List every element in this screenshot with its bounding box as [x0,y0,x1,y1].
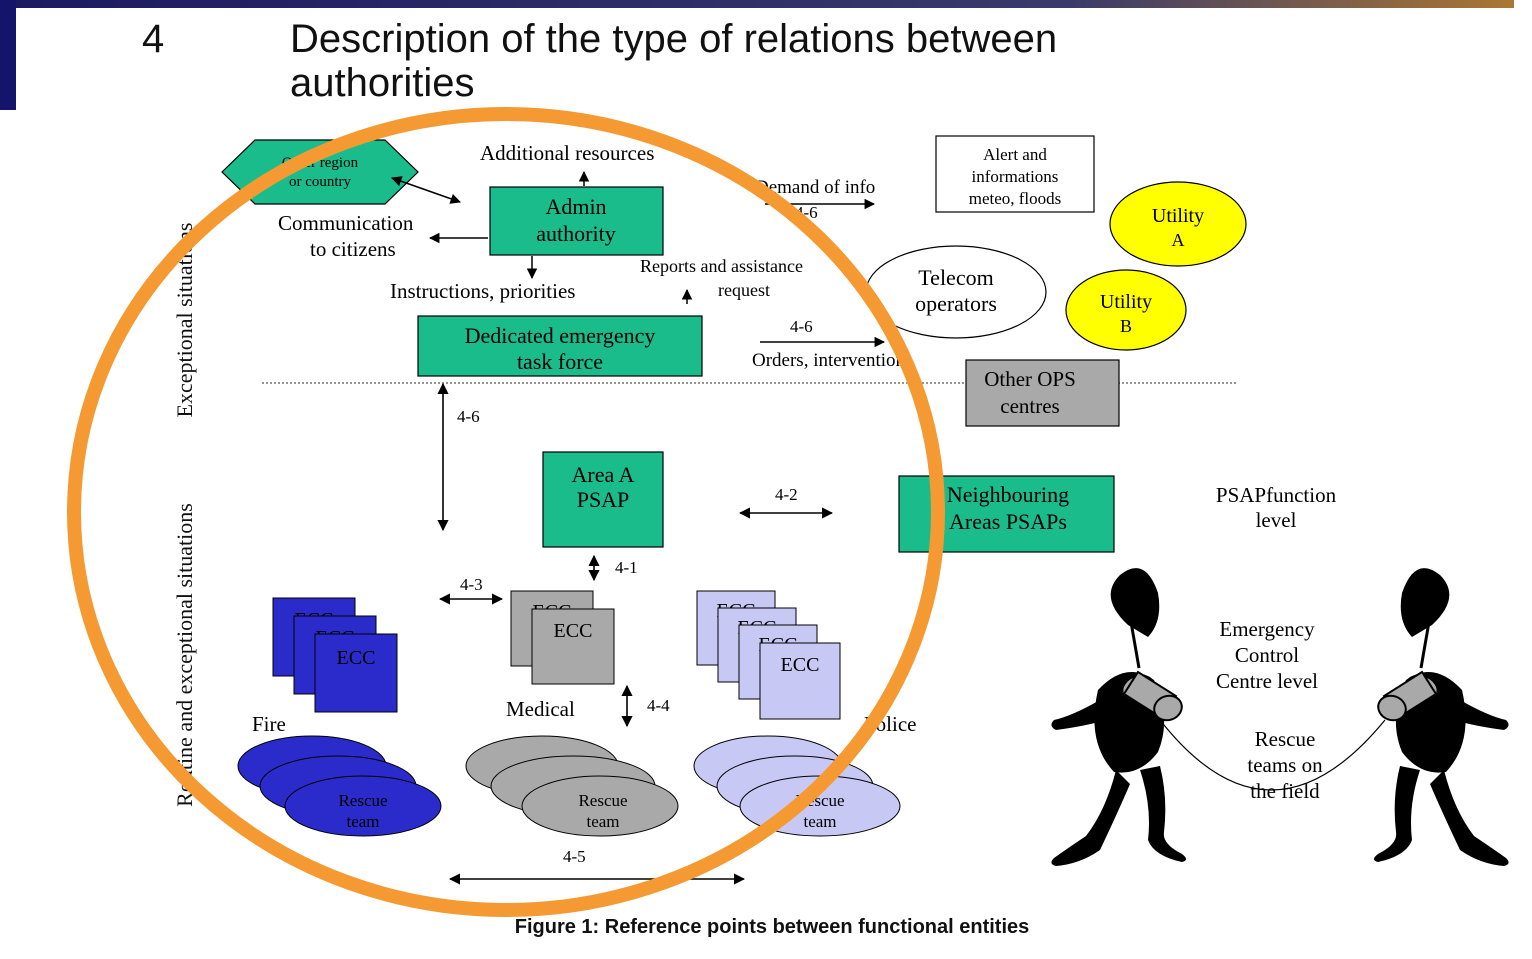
other-ops-label-2: centres [1000,394,1059,418]
code-4-3: 4-3 [460,575,483,594]
medical-rescue-label-1: Rescue [578,791,627,810]
admin-authority-box [489,186,664,256]
neighbouring-label-2: Areas PSAPs [949,509,1067,534]
police-ecc-card-4 [759,642,841,720]
telecom-label-1: Telecom [918,265,993,290]
left-can-icon [1121,670,1183,722]
other-ops-box [965,359,1120,427]
alert-label-1: Alert and [983,145,1047,164]
fire-label: Fire [252,712,286,736]
side-label-routine: Routine and exceptional situations [172,503,197,807]
heading-number: 4 [142,17,164,61]
fire-ecc-label-3: ECC [337,647,376,669]
arrow-region-admin [391,176,461,204]
area-a-label-1: Area A [572,462,635,487]
orders-label: Orders, interventions [752,350,912,371]
code-4-4: 4-4 [647,696,670,715]
ecc-level-label-3: Centre level [1216,669,1318,693]
code-4-6-vertical: 4-6 [457,407,480,426]
left-decor-bar [0,0,16,110]
fire-ecc-card-3 [314,633,398,713]
heading-title-line2: authorities [290,61,475,105]
field-level-label-3: the field [1250,779,1320,803]
instructions-label: Instructions, priorities [390,279,575,303]
field-level-label-2: teams on [1247,753,1323,777]
demand-info-label: Demand of info [755,177,875,198]
ecc-level-label-1: Emergency [1219,617,1315,641]
code-4-1: 4-1 [615,558,638,577]
tin-can-string [1159,719,1386,791]
telecom-label-2: operators [915,291,997,316]
code-4-2: 4-2 [775,485,798,504]
utility-a-label-2: A [1172,230,1185,250]
alert-label-3: meteo, floods [969,189,1062,208]
other-ops-label-1: Other OPS [984,367,1076,391]
task-force-label-1: Dedicated emergency [465,323,656,348]
psap-level-label-1: PSAPfunction [1216,483,1337,507]
utility-a-ellipse [1109,181,1247,267]
task-force-box [417,315,703,377]
admin-label-1: Admin [545,194,606,219]
right-can-icon [1377,670,1439,722]
task-force-label-2: task force [517,349,603,374]
admin-label-2: authority [536,221,615,246]
area-a-psap-box [542,451,664,548]
utility-a-label-1: Utility [1152,205,1204,227]
communication-label-1: Communication [278,211,414,235]
ecc-level-label-2: Control [1235,643,1299,667]
utility-b-label-2: B [1120,316,1132,336]
other-region-hexagon [221,139,419,205]
reports-label-1: Reports and assistance [640,256,803,276]
code-4-5: 4-5 [563,847,586,866]
alert-box [935,135,1095,213]
medical-ecc-card-2 [531,608,615,685]
figure-caption: Figure 1: Reference points between funct… [515,916,1030,938]
utility-b-label-1: Utility [1100,291,1152,313]
additional-resources-label: Additional resources [480,141,654,165]
area-a-label-2: PSAP [577,487,630,512]
right-figure-icon [1374,568,1509,866]
medical-rescue-ellipse-3 [521,775,679,837]
utility-b-ellipse [1065,269,1187,351]
medical-label: Medical [506,697,575,721]
other-region-label-2: or country [289,174,352,190]
heading-title-line1: Description of the type of relations bet… [290,17,1057,61]
psap-level-label-2: level [1256,508,1297,532]
reports-label-2: request [718,280,770,300]
police-ecc-label-4: ECC [781,654,820,676]
right-margin [1514,0,1532,954]
alert-label-2: informations [972,167,1059,186]
medical-rescue-label-2: team [586,812,619,831]
fire-rescue-ellipse-3 [284,775,442,837]
fire-rescue-label-1: Rescue [338,791,387,810]
left-figure-icon [1051,568,1186,866]
communication-label-2: to citizens [310,237,396,261]
top-decor-bar [0,0,1532,8]
field-level-label-1: Rescue [1255,727,1316,751]
orders-code: 4-6 [790,317,813,336]
medical-ecc-label-2: ECC [554,620,593,642]
neighbouring-label-1: Neighbouring [947,482,1069,507]
police-rescue-label-2: team [803,812,836,831]
fire-rescue-label-2: team [346,812,379,831]
highlight-circle [67,107,945,917]
